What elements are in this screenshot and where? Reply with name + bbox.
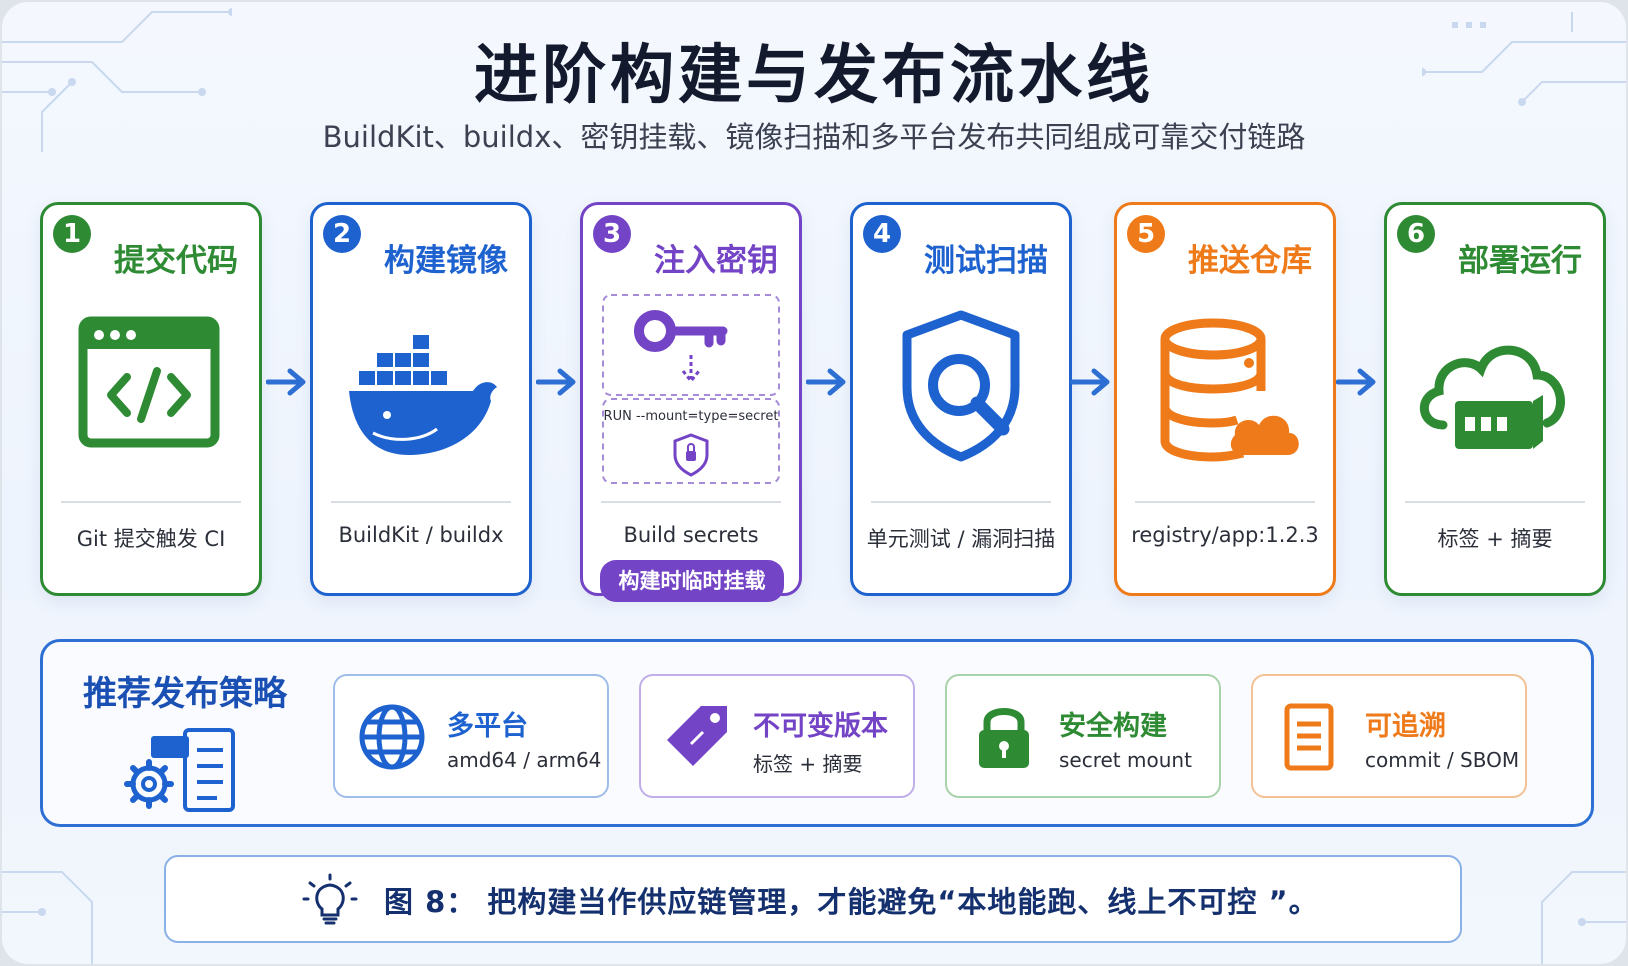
step-card-secrets: 3 注入密钥 RUN --mount=type=secret Build sec…	[580, 202, 802, 596]
card-title: 多平台	[447, 711, 528, 742]
figure-caption-text: 图 8： 把构建当作供应链管理，才能避免“本地能跑、线上不可控 ”。	[384, 885, 1319, 919]
step-caption: Build secrets	[623, 523, 759, 547]
step-card-deploy: 6 部署运行 标签 + 摘要	[1384, 202, 1606, 596]
step-caption: 标签 + 摘要	[1437, 527, 1553, 551]
circuit-decoration-top-right	[1422, 12, 1626, 106]
step-divider	[1405, 501, 1585, 503]
step-caption: registry/app:1.2.3	[1131, 523, 1319, 547]
circuit-decoration-bottom-right	[1541, 871, 1626, 964]
shield-search-icon	[902, 310, 1020, 462]
step-card-push-registry: 5 推送仓库 registry/app:1.2.3	[1114, 202, 1336, 596]
tag-icon	[667, 706, 727, 766]
arrow-right-icon	[266, 368, 306, 396]
step-caption: Git 提交触发 CI	[76, 527, 226, 551]
step-caption: BuildKit / buildx	[338, 523, 504, 547]
arrow-right-icon	[806, 368, 846, 396]
strategy-title: 推荐发布策略	[83, 674, 287, 714]
globe-icon	[359, 704, 425, 770]
strategy-card-immutable-version: 不可变版本 标签 + 摘要	[639, 674, 915, 798]
step-title: 构建镜像	[384, 243, 508, 279]
strategy-card-traceable: 可追溯 commit / SBOM	[1251, 674, 1527, 798]
step-title: 提交代码	[114, 243, 238, 279]
card-title: 安全构建	[1059, 711, 1167, 742]
database-cloud-icon	[1160, 318, 1299, 462]
padlock-icon	[979, 708, 1029, 768]
step-card-test-scan: 4 测试扫描 单元测试 / 漏洞扫描	[850, 202, 1072, 596]
arrow-right-icon	[1070, 368, 1110, 396]
step-divider	[871, 501, 1051, 503]
figure-caption-box: 图 8： 把构建当作供应链管理，才能避免“本地能跑、线上不可控 ”。	[164, 855, 1462, 943]
card-title: 可追溯	[1365, 711, 1446, 742]
key-icon	[602, 294, 780, 484]
card-subtitle: 标签 + 摘要	[753, 752, 863, 776]
step-divider	[601, 501, 781, 503]
release-strategy-panel: 推荐发布策略 多平台 amd64 / arm64	[40, 639, 1594, 827]
circuit-decoration-top-left	[2, 8, 232, 152]
code-window-icon	[78, 316, 220, 448]
page-subtitle: BuildKit、buildx、密钥挂载、镜像扫描和多平台发布共同组成可靠交付链…	[322, 120, 1306, 154]
step-title: 推送仓库	[1188, 243, 1312, 279]
step-number: 3	[593, 215, 631, 253]
step-card-build: 2 构建镜像 BuildKit / buildx	[310, 202, 532, 596]
step-title: 注入密钥	[654, 243, 778, 279]
card-subtitle: commit / SBOM	[1365, 748, 1520, 772]
step-number: 2	[323, 215, 361, 253]
step-divider	[1135, 501, 1315, 503]
strategy-card-secure-build: 安全构建 secret mount	[945, 674, 1221, 798]
step-number: 5	[1127, 215, 1165, 253]
step-divider	[61, 501, 241, 503]
cloud-server-icon	[1419, 345, 1565, 449]
document-icon	[1284, 703, 1334, 771]
arrow-right-icon	[1336, 368, 1376, 396]
step-number: 4	[863, 215, 901, 253]
step-title: 部署运行	[1458, 243, 1582, 279]
step-number: 1	[53, 215, 91, 253]
arrow-right-icon	[536, 368, 576, 396]
step-caption: 单元测试 / 漏洞扫描	[866, 527, 1056, 551]
step-divider	[331, 501, 511, 503]
lightbulb-icon	[302, 873, 358, 925]
circuit-decoration-bottom-left	[2, 871, 93, 964]
temporary-mount-badge: 构建时临时挂载	[600, 560, 784, 602]
page-title: 进阶构建与发布流水线	[474, 39, 1154, 113]
gear-checklist-icon	[124, 728, 235, 812]
step-number: 6	[1397, 215, 1435, 253]
card-title: 不可变版本	[753, 711, 888, 742]
secret-mount-code: RUN --mount=type=secret	[603, 409, 779, 424]
strategy-card-multi-platform: 多平台 amd64 / arm64	[333, 674, 609, 798]
card-subtitle: secret mount	[1059, 748, 1192, 772]
docker-whale-icon	[349, 335, 497, 455]
step-title: 测试扫描	[924, 243, 1048, 279]
step-card-commit: 1 提交代码 Git 提交触发 CI	[40, 202, 262, 596]
card-subtitle: amd64 / arm64	[447, 748, 602, 772]
